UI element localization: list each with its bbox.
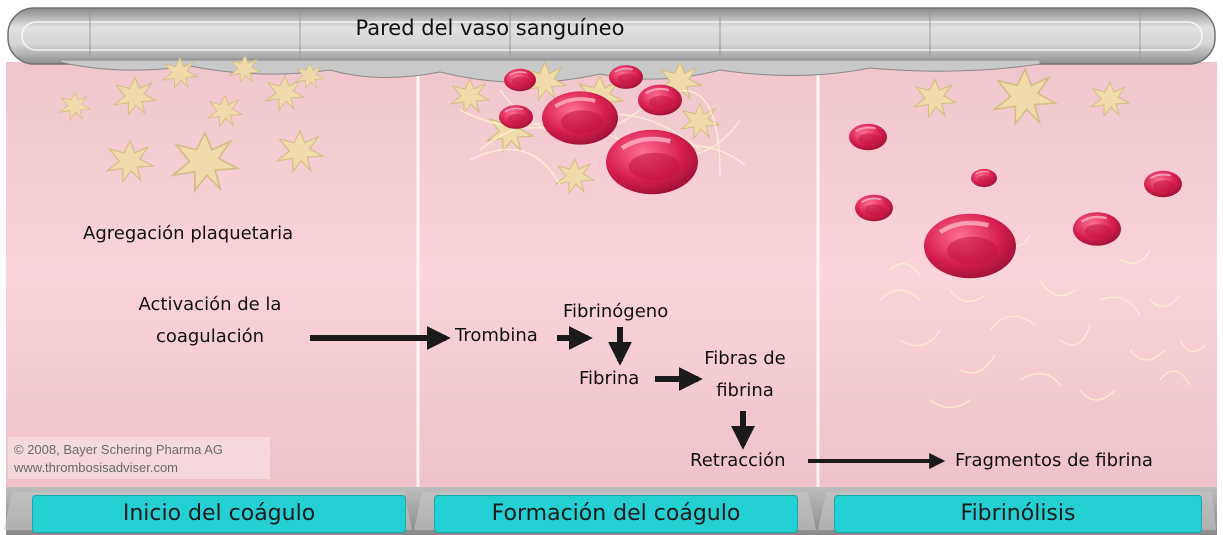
- label-platelet-aggregation: Agregación plaquetaria: [83, 223, 294, 244]
- label-thrombin: Trombina: [455, 325, 538, 346]
- tab-fibrinolysis[interactable]: Fibrinólisis: [834, 495, 1202, 533]
- credit-box: [8, 437, 270, 479]
- tab-clot-initiation[interactable]: Inicio del coágulo: [32, 495, 406, 533]
- flow-arrows: [310, 326, 755, 450]
- vessel-wall-label: Pared del vaso sanguíneo: [355, 16, 625, 40]
- credit-line-2: www.thrombosisadviser.com: [14, 460, 178, 475]
- label-fibrin: Fibrina: [579, 368, 640, 389]
- tab-clot-formation[interactable]: Formación del coágulo: [434, 495, 798, 533]
- credit-line-1: © 2008, Bayer Schering Pharma AG: [14, 442, 224, 457]
- label-coag-activation-1: Activación de la: [138, 294, 282, 315]
- fibrinolysis-panel-3: [848, 68, 1206, 409]
- label-retraction: Retracción: [690, 450, 786, 471]
- label-fibrin-fragments: Fragmentos de fibrina: [955, 450, 1153, 471]
- label-fibrin-fibers-1: Fibras de: [704, 348, 786, 369]
- wall-lesion: [59, 59, 1041, 84]
- label-coag-activation-2: coagulación: [155, 326, 265, 347]
- label-fibrin-fibers-2: fibrina: [716, 380, 774, 401]
- clot-panel-2: [450, 61, 746, 194]
- label-fibrinogen: Fibrinógeno: [563, 301, 669, 322]
